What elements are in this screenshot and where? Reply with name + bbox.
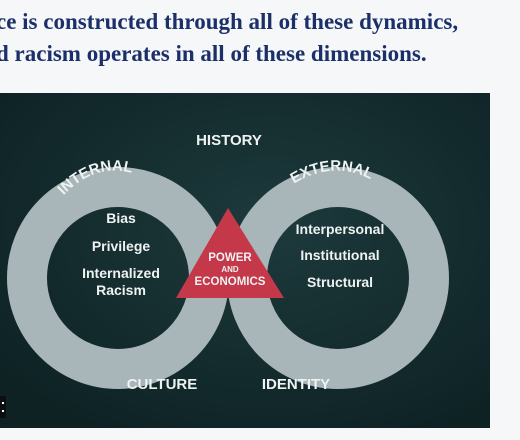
center-power: POWER <box>208 252 252 264</box>
right-item-institutional: Institutional <box>300 247 379 263</box>
slide-heading: ce is constructed through all of these d… <box>0 6 520 70</box>
power-triangle <box>176 208 284 298</box>
right-item-interpersonal: Interpersonal <box>296 221 385 237</box>
right-item-structural: Structural <box>307 274 373 290</box>
cursor-marker-icon <box>0 396 6 418</box>
identity-label: IDENTITY <box>262 376 330 393</box>
heading-line-2: d racism operates in all of these dimens… <box>0 41 427 66</box>
history-label: HISTORY <box>196 132 262 149</box>
center-economics: ECONOMICS <box>195 276 266 288</box>
heading-line-1: ce is constructed through all of these d… <box>0 9 459 34</box>
center-and: AND <box>221 265 239 274</box>
culture-label: CULTURE <box>127 376 198 393</box>
left-item-racism: Racism <box>96 282 146 298</box>
left-item-bias: Bias <box>106 210 136 226</box>
infinity-diagram-slide: INTERNAL EXTERNAL HISTORY Bias Privilege… <box>0 93 490 428</box>
left-item-privilege: Privilege <box>92 238 151 254</box>
infinity-diagram: INTERNAL EXTERNAL HISTORY Bias Privilege… <box>0 93 490 428</box>
left-item-internalized: Internalized <box>82 265 160 281</box>
